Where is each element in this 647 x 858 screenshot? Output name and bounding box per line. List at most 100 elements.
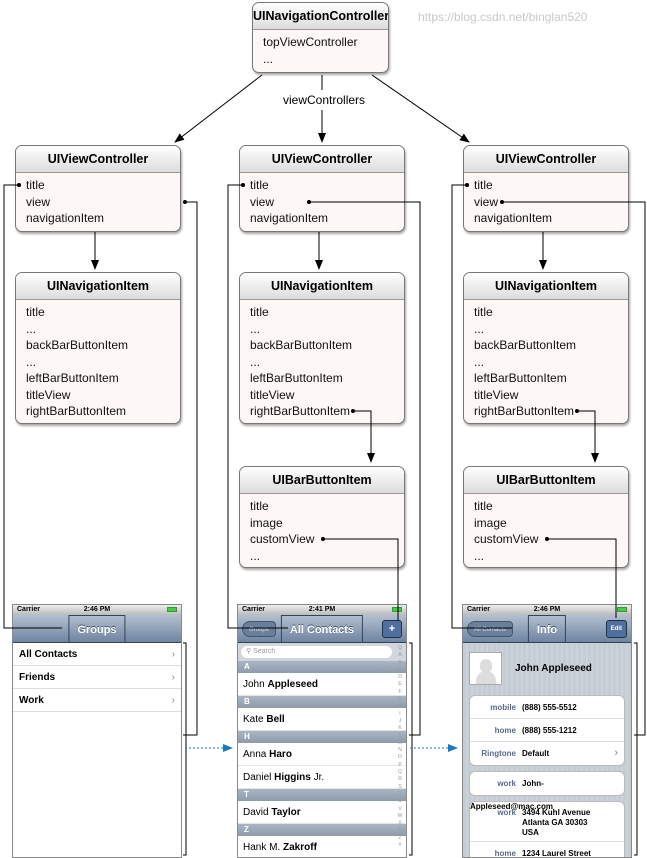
arrow-to-vc1 [174, 74, 263, 143]
property: ... [474, 354, 485, 369]
contact-name: John Appleseed [515, 662, 592, 674]
contact-row[interactable]: Daniel Higgins Jr. [238, 766, 406, 789]
field-value: John-Appleseed@mac.com [470, 779, 553, 811]
index-letter[interactable]: S [398, 783, 402, 790]
contact-row[interactable]: Anna Haro [238, 743, 406, 766]
property: navigationItem [250, 211, 329, 225]
index-letter[interactable]: G [398, 696, 402, 703]
back-button[interactable]: Groups [242, 621, 276, 637]
index-letter[interactable]: W [397, 812, 403, 819]
customview-connector3 [547, 538, 617, 618]
index-letter[interactable]: R [398, 776, 402, 783]
field-row[interactable]: mobile(888) 555-5512 [470, 696, 624, 719]
property: ... [26, 321, 37, 336]
list-item[interactable]: Friends› [13, 666, 181, 689]
index-letter[interactable]: U [398, 798, 402, 805]
property: titleView [474, 387, 519, 402]
field-value: (888) 555-1212 [522, 726, 577, 735]
index-letter[interactable]: N [398, 747, 402, 754]
time-label: 2:46 PM [533, 606, 561, 613]
index-letter[interactable]: # [398, 842, 402, 849]
suffix: Jr. [313, 772, 325, 783]
search-input[interactable]: ⚲ Search [241, 646, 392, 658]
property: ... [250, 354, 261, 369]
index-letter[interactable]: L [398, 732, 402, 739]
arrow-to-vc3 [371, 74, 470, 143]
contact-row[interactable]: John Appleseed [238, 673, 406, 696]
last-name: Appleseed [267, 679, 319, 690]
index-letter[interactable]: Z [398, 834, 402, 841]
field-label: home [494, 726, 516, 735]
search-icon: ⚲ [246, 648, 254, 655]
index-letter[interactable]: Q [398, 769, 402, 776]
navigation-controller-box-props: topViewController... [253, 30, 388, 71]
first-name: Anna [243, 749, 267, 760]
property: view [250, 194, 275, 209]
property: ... [26, 354, 37, 369]
index-letter[interactable]: T [398, 790, 402, 797]
view-connector [309, 201, 421, 736]
list-item[interactable]: All Contacts› [13, 643, 181, 666]
index-letter[interactable]: Q [398, 645, 402, 651]
carrier-label: Carrier [467, 606, 490, 613]
index-letter[interactable]: D [398, 674, 402, 681]
index-letter[interactable]: X [398, 820, 402, 827]
bar-button-item-box-title: UIBarButtonItem [464, 467, 628, 494]
index-letter[interactable]: K [398, 725, 402, 732]
first-name: Daniel [243, 772, 272, 783]
index-letter[interactable]: Y [398, 827, 402, 834]
customview-connector2 [323, 538, 399, 621]
index-letter[interactable]: V [398, 805, 402, 812]
back-button[interactable]: All Contacts [467, 621, 514, 637]
index-letter[interactable]: B [398, 659, 402, 666]
view-controller-box-title: UIViewController [464, 146, 628, 173]
last-name: Taylor [271, 807, 301, 818]
property: title [474, 305, 493, 319]
index-letter[interactable]: I [399, 710, 401, 717]
carrier-label: Carrier [242, 606, 265, 613]
property: ... [250, 321, 261, 336]
bar-button-item-box-title: UIBarButtonItem [240, 467, 404, 494]
index-letter[interactable]: J [398, 717, 402, 724]
add-button[interactable]: + [382, 620, 402, 638]
index-letter[interactable]: E [398, 681, 402, 688]
index-letter[interactable]: A [398, 652, 402, 659]
index-letter[interactable]: C [398, 666, 402, 673]
navigation-item-box-title: UINavigationItem [464, 273, 628, 300]
view-connector [502, 201, 646, 736]
property: ... [474, 548, 485, 563]
index-letter[interactable]: P [398, 761, 402, 768]
contact-row[interactable]: David Taylor [238, 801, 406, 824]
property: rightBarButtonItem [474, 404, 575, 418]
contact-row[interactable]: Kate Bell [238, 708, 406, 731]
index-letter[interactable]: F [398, 688, 402, 695]
index-letter[interactable]: M [397, 739, 403, 746]
index-letter[interactable]: H [398, 703, 402, 710]
property: backBarButtonItem [26, 338, 129, 352]
index-letter[interactable]: O [398, 754, 402, 761]
navigation-bar: Groups [13, 615, 181, 643]
field-row[interactable]: home (888) 555-1212 [470, 719, 624, 742]
contact-row[interactable]: Hank M. Zakroff [238, 836, 406, 857]
list-item-label: Work [19, 695, 44, 706]
navigation-item-box-props: title...backBarButtonItem...leftBarButto… [16, 300, 180, 423]
list-item[interactable]: Work› [13, 689, 181, 712]
property: customView [250, 532, 315, 546]
property: backBarButtonItem [474, 338, 577, 352]
edit-button[interactable]: Edit [605, 620, 627, 638]
navigation-item-box-props: title...backBarButtonItem...leftBarButto… [240, 300, 404, 423]
